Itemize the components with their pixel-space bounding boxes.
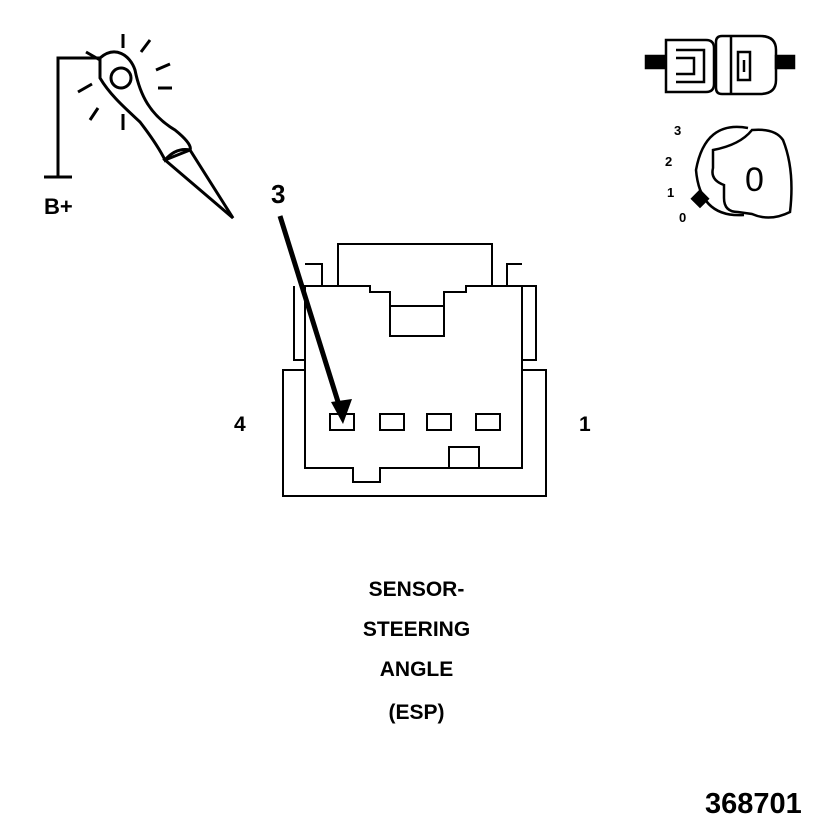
- caption-line-3: ANGLE: [379, 658, 454, 681]
- terminal-callout-number: 3: [271, 179, 286, 209]
- ignition-key-head: [711, 128, 793, 219]
- ignition-pointer: [690, 189, 710, 209]
- wire-stub-left: [644, 54, 668, 70]
- terminal-pin-2: [426, 413, 452, 431]
- connector-latch: [337, 243, 493, 286]
- polarization-key: [448, 446, 480, 469]
- wire-stub-right: [774, 54, 796, 70]
- connector-latch-tab: [389, 306, 445, 337]
- terminal-pin-1: [475, 413, 501, 431]
- guide-right-top: [506, 263, 522, 286]
- connector-outer-shroud: [282, 369, 547, 497]
- probe-body: [98, 50, 192, 163]
- pin-label-left: 4: [234, 413, 246, 436]
- ignition-position-0: 0: [679, 210, 687, 225]
- figure-number: 368701: [705, 788, 802, 820]
- caption-line-2: STEERING: [362, 618, 471, 641]
- test-light-probe-icon: [44, 34, 235, 220]
- plug-housing-left: [664, 38, 716, 94]
- ignition-position-3: 3: [674, 123, 682, 138]
- lamp-light-rays: [77, 34, 172, 130]
- probe-lamp: [109, 66, 133, 90]
- caption-line-1: SENSOR-: [368, 578, 465, 601]
- ignition-key-icon: [690, 125, 793, 219]
- terminal-pin-4-side: [379, 413, 405, 431]
- guide-left-side: [293, 286, 305, 361]
- probe-tip: [162, 148, 235, 220]
- supply-wire: [56, 56, 100, 177]
- connector-inner-housing: [304, 285, 523, 370]
- terminal-callout-arrow: [277, 215, 352, 424]
- connector-disconnected-icon: [644, 34, 796, 96]
- sensor-connector-face: [282, 243, 547, 497]
- supply-label: B+: [44, 194, 73, 219]
- caption-line-4: (ESP): [388, 701, 445, 724]
- ignition-position-1: 1: [667, 185, 675, 200]
- pin-label-right: 1: [579, 413, 591, 436]
- guide-left-top: [305, 263, 323, 286]
- plug-contact-left: [676, 48, 706, 84]
- ignition-position-2: 2: [665, 154, 673, 169]
- ignition-key-label: 0: [745, 161, 764, 199]
- guide-right-side: [522, 285, 537, 361]
